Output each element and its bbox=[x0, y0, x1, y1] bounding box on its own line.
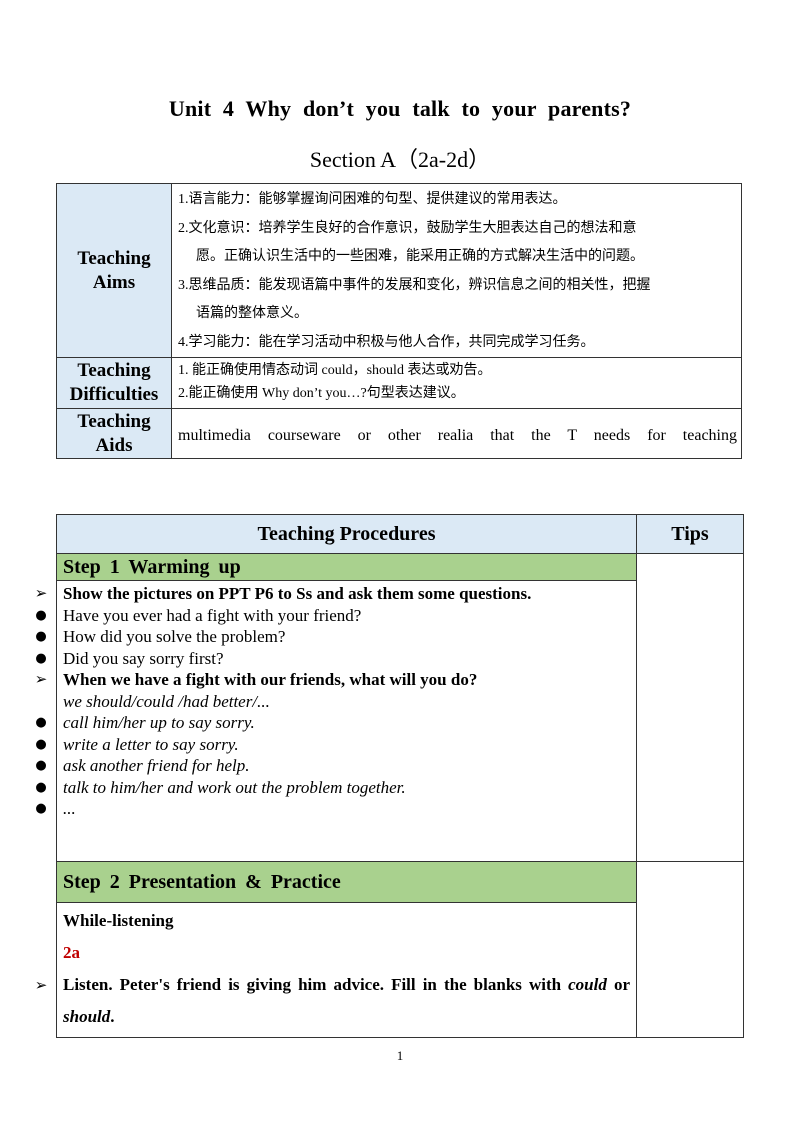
step1-line: ● ask another friend for help. bbox=[35, 755, 630, 777]
aim-item: 愿。正确认识生活中的一些困难，能采用正确的方式解决生活中的问题。 bbox=[196, 249, 644, 264]
step2-tips bbox=[636, 861, 744, 1038]
dot-bullet-icon: ● bbox=[35, 779, 47, 795]
dot-bullet-icon: ● bbox=[35, 801, 47, 816]
difficulty-item: 1. 能正确使用情态动词 could，should 表达或劝告。 bbox=[178, 363, 492, 378]
step1-line: ● talk to him/her and work out the probl… bbox=[35, 777, 630, 799]
step1-line: ● Did you say sorry first? bbox=[35, 648, 630, 670]
section-subtitle: Section A（2a-2d） bbox=[309, 147, 491, 172]
page-title: Unit 4 Why don’t you talk to your parent… bbox=[168, 96, 632, 121]
aim-item: 语篇的整体意义。 bbox=[196, 306, 308, 321]
teaching-aids-content: multimedia courseware or other realia th… bbox=[171, 408, 742, 459]
step2-instruction: ➢ Listen. Peter's friend is giving him a… bbox=[35, 969, 630, 1033]
aim-item: 3.思维品质：能发现语篇中事件的发展和变化，辨识信息之间的相关性，把握 bbox=[178, 277, 651, 293]
aim-item: 2.文化意识：培养学生良好的合作意识，鼓励学生大胆表达自己的想法和意 bbox=[178, 220, 637, 236]
step1-line: ➢ Show the pictures on PPT P6 to Ss and … bbox=[34, 584, 532, 603]
arrow-bullet-icon: ➢ bbox=[34, 670, 48, 688]
dot-bullet-icon: ● bbox=[35, 629, 47, 644]
step1-line: ● call him/her up to say sorry. bbox=[35, 712, 630, 734]
dot-bullet-icon: ● bbox=[35, 715, 47, 730]
step1-line: ● How did you solve the problem? bbox=[35, 626, 630, 648]
teaching-difficulties-content: 1. 能正确使用情态动词 could，should 表达或劝告。 2.能正确使用… bbox=[171, 357, 742, 409]
activity-label: 2a bbox=[63, 943, 80, 962]
teaching-aids-label: Teaching Aids bbox=[56, 408, 172, 459]
arrow-bullet-icon: ➢ bbox=[34, 584, 48, 602]
step1-line: ● ... bbox=[35, 798, 630, 820]
teaching-procedures-table: Teaching Procedures Tips Step 1 Warming … bbox=[34, 514, 744, 1038]
teaching-aims-label: Teaching Aims bbox=[56, 183, 172, 358]
dot-bullet-icon: ● bbox=[35, 607, 47, 623]
tips-header: Tips bbox=[636, 514, 744, 554]
while-listening-heading: While-listening bbox=[63, 911, 174, 930]
step2-content: While-listening 2a ➢ Listen. Peter's fri… bbox=[35, 902, 637, 1038]
step2-title: Step 2 Presentation & Practice bbox=[56, 861, 637, 903]
step1-tips bbox=[636, 553, 744, 862]
dot-bullet-icon: ● bbox=[35, 758, 47, 773]
teaching-difficulties-label: Teaching Difficulties bbox=[56, 357, 172, 409]
step1-line: ➢ When we have a fight with our friends,… bbox=[34, 670, 478, 689]
step1-line: we should/could /had better/... bbox=[63, 691, 270, 711]
step1-line: ● Have you ever had a fight with your fr… bbox=[35, 605, 630, 627]
dot-bullet-icon: ● bbox=[35, 736, 47, 752]
page-number: 1 bbox=[396, 1048, 404, 1063]
step1-line: ● write a letter to say sorry. bbox=[35, 734, 630, 756]
aim-item: 1.语言能力：能够掌握询问困难的句型、提供建议的常用表达。 bbox=[178, 192, 567, 207]
difficulty-item: 2.能正确使用 Why don’t you…?句型表达建议。 bbox=[178, 386, 465, 401]
teaching-aims-table: Teaching Aims 1.语言能力：能够掌握询问困难的句型、提供建议的常用… bbox=[56, 183, 742, 459]
aim-item: 4.学习能力：能在学习活动中积极与他人合作，共同完成学习任务。 bbox=[178, 334, 595, 350]
dot-bullet-icon: ● bbox=[35, 650, 47, 666]
step1-content: ➢ Show the pictures on PPT P6 to Ss and … bbox=[34, 580, 637, 862]
procedures-header: Teaching Procedures bbox=[56, 514, 637, 554]
arrow-bullet-icon: ➢ bbox=[34, 976, 48, 994]
teaching-aims-content: 1.语言能力：能够掌握询问困难的句型、提供建议的常用表达。 2.文化意识：培养学… bbox=[171, 183, 742, 358]
step1-title: Step 1 Warming up bbox=[56, 553, 637, 581]
